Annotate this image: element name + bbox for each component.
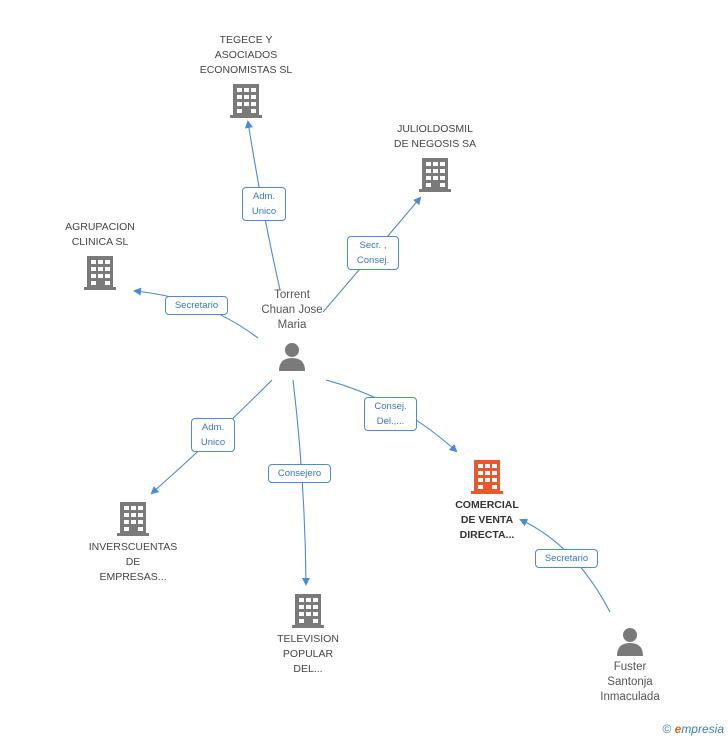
brand-logo-e: e [674, 722, 682, 736]
company-name-television[interactable]: TELEVISION POPULAR DEL... [277, 633, 339, 675]
copyright-symbol: © [662, 722, 672, 736]
role-label-fuster-comercial: Secretario [535, 549, 598, 568]
person-node-torrent[interactable]: Torrent Chuan Jose Maria [232, 288, 352, 371]
person-name-torrent[interactable]: Torrent Chuan Jose Maria [261, 289, 323, 331]
role-label-television: Consejero [268, 464, 331, 483]
empresia-watermark: © empresia [662, 722, 724, 736]
building-icon [471, 460, 503, 494]
building-icon [117, 502, 149, 536]
role-label-comercial: Consej. Del.,... [364, 397, 417, 431]
company-node-tegece[interactable]: TEGECE Y ASOCIADOS ECONOMISTAS SL [181, 33, 311, 118]
role-label-tegece: Adm. Unico [242, 187, 286, 221]
role-label-julioldosmil: Secr. , Consej. [347, 236, 399, 270]
company-name-inverscuentas[interactable]: INVERSCUENTAS DE EMPRESAS... [88, 541, 178, 583]
company-name-julioldosmil[interactable]: JULIOLDOSMIL DE NEGOSIS SA [393, 123, 477, 150]
company-node-comercial[interactable]: COMERCIAL DE VENTA DIRECTA... [422, 458, 552, 543]
role-label-agrupacion: Secretario [165, 296, 228, 315]
building-icon [230, 84, 262, 118]
building-icon [84, 256, 116, 290]
person-node-fuster[interactable]: Fuster Santonja Inmaculada [570, 626, 690, 705]
company-name-agrupacion[interactable]: AGRUPACION CLINICA SL [65, 221, 135, 248]
building-icon [419, 158, 451, 192]
building-icon [292, 594, 324, 628]
company-node-television[interactable]: TELEVISION POPULAR DEL... [243, 592, 373, 677]
brand-logo-text: mpresia [681, 722, 724, 736]
role-label-inverscuentas: Adm. Unico [191, 418, 235, 452]
person-name-fuster[interactable]: Fuster Santonja Inmaculada [600, 661, 660, 703]
person-icon [279, 343, 305, 371]
company-node-inverscuentas[interactable]: INVERSCUENTAS DE EMPRESAS... [68, 500, 198, 585]
company-name-comercial[interactable]: COMERCIAL DE VENTA DIRECTA... [455, 499, 519, 541]
person-icon [617, 628, 643, 656]
company-name-tegece[interactable]: TEGECE Y ASOCIADOS ECONOMISTAS SL [199, 34, 293, 76]
company-node-julioldosmil[interactable]: JULIOLDOSMIL DE NEGOSIS SA [370, 122, 500, 192]
company-node-agrupacion[interactable]: AGRUPACION CLINICA SL [35, 220, 165, 290]
